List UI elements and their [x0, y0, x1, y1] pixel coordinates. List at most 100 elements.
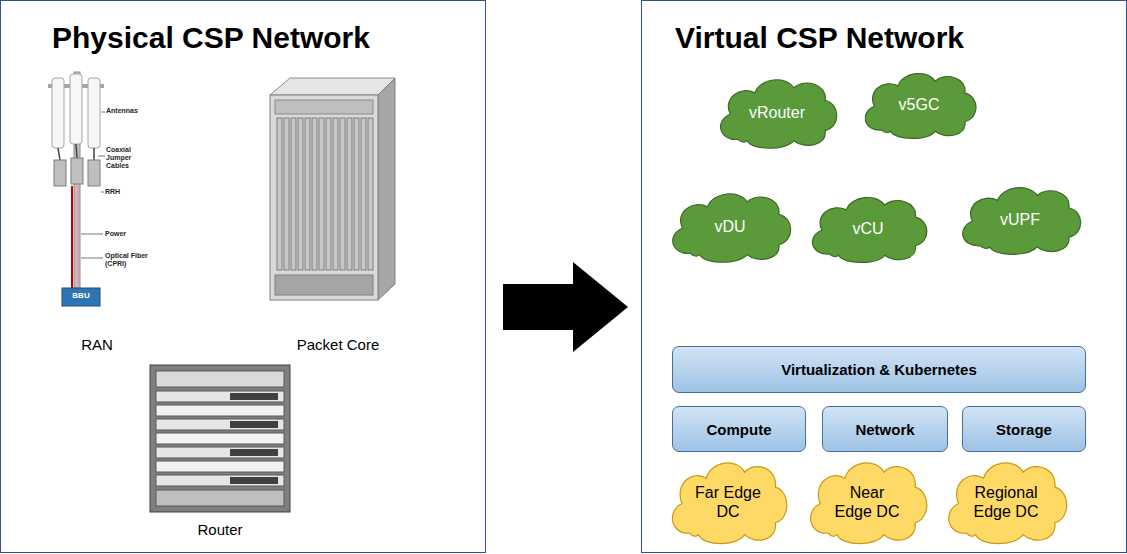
router-chassis [150, 365, 290, 512]
cloud-outline [865, 73, 976, 138]
packet-core-chassis-part [275, 100, 373, 114]
ran-tower-part [81, 258, 103, 259]
node-label: Far Edge DC [692, 483, 764, 521]
cloud-outline [721, 80, 837, 148]
cloud-shape [664, 456, 792, 548]
part-label: Antennas [106, 107, 166, 115]
node-label: vDU [714, 217, 745, 236]
router-chassis-part [230, 449, 278, 456]
equipment-caption: Packet Core [278, 336, 398, 353]
platform-box: Compute [672, 406, 806, 452]
ran-tower-part [81, 234, 103, 235]
node-label: Near Edge DC [831, 483, 903, 521]
router-chassis-part [156, 433, 284, 444]
ran-tower-part [62, 288, 100, 306]
network-panel: Physical CSP Network [0, 0, 486, 553]
cloud-text-holder: vUPF [954, 182, 1086, 258]
router-chassis-part [230, 393, 278, 400]
cloud-outline [812, 197, 926, 262]
cloud-shape [802, 456, 932, 548]
ran-tower-part [101, 112, 105, 113]
ran-tower-part [98, 156, 105, 157]
router-chassis-part [156, 405, 284, 416]
part-label: BBU [62, 291, 100, 300]
router-chassis-part [156, 391, 284, 402]
equipment-caption: Router [170, 521, 270, 538]
cloud-text-holder: Far Edge DC [664, 456, 792, 548]
cloud-outline [811, 463, 927, 544]
packet-core-chassis-part [270, 95, 378, 300]
packet-core-chassis-part [270, 78, 395, 95]
part-label: Power [105, 230, 155, 238]
router-chassis-part [156, 371, 284, 387]
network-panel: Virtual CSP Network vRouter v5GC vDU vCU vUPF… [641, 0, 1127, 553]
packet-core-chassis-part [333, 118, 338, 270]
node-label: Compute [707, 421, 772, 438]
node-label: vRouter [749, 103, 805, 122]
router-chassis-part [156, 490, 284, 506]
router-chassis-part [156, 461, 284, 472]
network-function-cloud: vDU [664, 188, 796, 266]
cloud-outline [672, 463, 786, 544]
packet-core-chassis-part [305, 118, 310, 270]
node-label: vUPF [1000, 210, 1040, 229]
packet-core-chassis-part [291, 118, 296, 270]
cloud-text-holder: vRouter [712, 74, 842, 152]
packet-core-chassis-part [277, 118, 282, 270]
ran-tower-part [70, 74, 82, 144]
cloud-text-holder: Regional Edge DC [940, 456, 1072, 548]
ran-tower-part [88, 78, 100, 148]
panel-title: Physical CSP Network [52, 21, 370, 55]
ran-tower-part [52, 78, 64, 148]
packet-core-chassis [270, 78, 395, 300]
router-chassis-part [230, 421, 278, 428]
ran-tower-part [58, 148, 60, 160]
network-function-cloud: vUPF [954, 182, 1086, 258]
cloud-text-holder: v5GC [857, 68, 981, 142]
network-function-cloud: v5GC [857, 68, 981, 142]
packet-core-chassis-part [275, 275, 373, 295]
ran-tower-part [101, 192, 104, 193]
ran-tower-part [77, 186, 79, 288]
router-chassis-part [156, 447, 284, 458]
node-label: vCU [852, 219, 883, 238]
packet-core-chassis-part [312, 118, 317, 270]
node-label: v5GC [899, 95, 940, 114]
packet-core-chassis-part [361, 118, 366, 270]
router-chassis-part [156, 475, 284, 486]
node-label: Regional Edge DC [970, 483, 1042, 521]
ran-tower-part [71, 158, 83, 184]
panel-title: Virtual CSP Network [675, 21, 964, 55]
packet-core-chassis-part [340, 118, 345, 270]
part-label: RRH [105, 188, 145, 196]
platform-box: Storage [962, 406, 1086, 452]
ran-tower-part [71, 186, 73, 288]
packet-core-chassis-part [378, 78, 395, 300]
ran-tower-part [76, 144, 77, 158]
packet-core-chassis-part [326, 118, 331, 270]
router-chassis-part [150, 365, 290, 512]
platform-box: Virtualization & Kubernetes [672, 346, 1086, 393]
packet-core-chassis-part [284, 118, 289, 270]
ran-tower-part [88, 160, 100, 186]
cloud-shape [940, 456, 1072, 548]
packet-core-chassis-part [368, 118, 373, 270]
router-chassis-part [156, 419, 284, 430]
network-function-cloud: vRouter [712, 74, 842, 152]
cloud-text-holder: vDU [664, 188, 796, 266]
packet-core-chassis-part [298, 118, 303, 270]
ran-tower [48, 72, 105, 306]
packet-core-chassis-part [319, 118, 324, 270]
cloud-outline [949, 463, 1067, 544]
part-label: Coaxial Jumper Cables [106, 146, 136, 170]
equipment-caption: RAN [57, 336, 137, 353]
data-center-cloud: Regional Edge DC [940, 456, 1072, 548]
node-label: Storage [996, 421, 1052, 438]
network-function-cloud: vCU [804, 192, 932, 266]
cloud-text-holder: vCU [804, 192, 932, 266]
data-center-cloud: Far Edge DC [664, 456, 792, 548]
cloud-outline [963, 188, 1081, 255]
ran-tower-part [93, 148, 95, 160]
